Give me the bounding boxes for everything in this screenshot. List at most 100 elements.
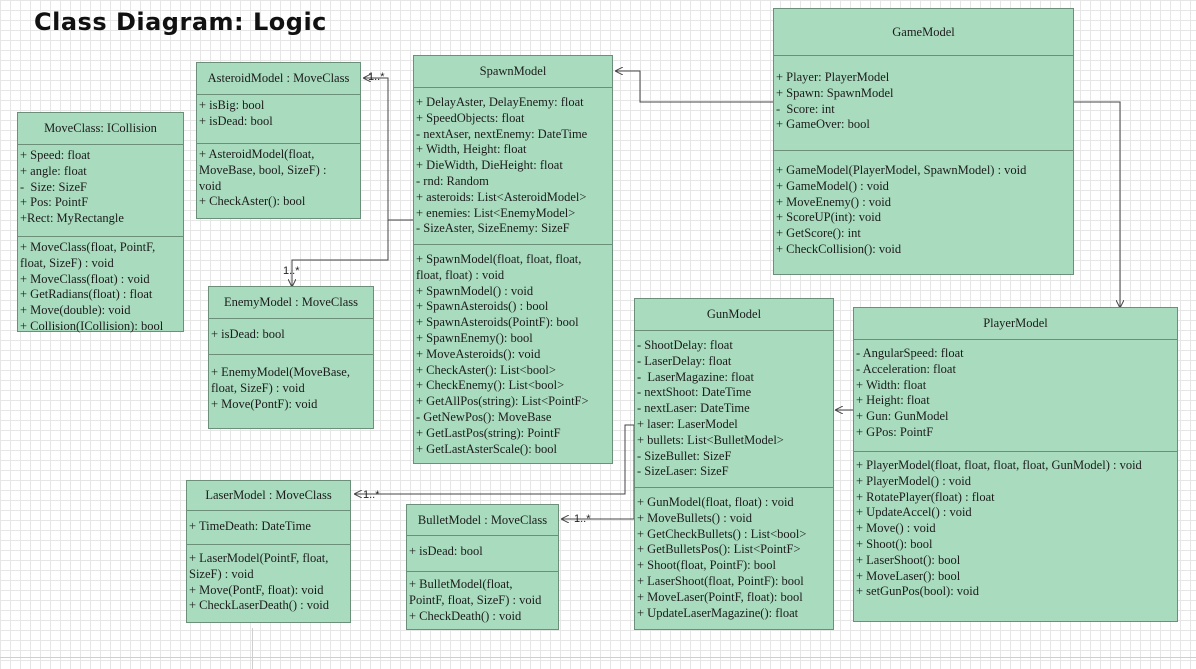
canvas-edge-vertical	[252, 628, 253, 669]
methods-section: + BulletModel(float,PointF, float, SizeF…	[407, 572, 558, 627]
multiplicity-enemy: 1..*	[283, 265, 300, 277]
method-line: + CheckLaserDeath() : void	[189, 598, 329, 613]
method-line: + CheckCollision(): void	[776, 241, 902, 256]
attributes-section: + TimeDeath: DateTime	[187, 511, 350, 545]
attribute-line: + Pos: PointF	[20, 195, 89, 210]
method-line: + SpawnModel() : void	[416, 283, 534, 298]
attribute-line: - Acceleration: float	[856, 361, 956, 376]
class-enemymodel[interactable]: EnemyModel : MoveClass + isDead: bool + …	[208, 286, 374, 429]
attribute-line: - LaserDelay: float	[637, 353, 732, 368]
attribute-line: + isDead: bool	[409, 544, 483, 558]
method-line: + GetAllPos(string): List<PointF>	[416, 394, 589, 409]
method-line: + PlayerModel() : void	[856, 473, 972, 488]
attribute-line: + Gun: GunModel	[856, 409, 949, 424]
method-line: + GetScore(): int	[776, 226, 861, 241]
method-line: + CheckAster(): List<bool>	[416, 362, 556, 377]
class-playermodel[interactable]: PlayerModel - AngularSpeed: float- Accel…	[853, 307, 1178, 622]
method-line: + CheckDeath() : void	[409, 608, 522, 623]
attribute-line: - SizeLaser: SizeF	[637, 464, 729, 479]
method-line: + SpawnEnemy(): bool	[416, 330, 533, 345]
method-line: + MoveClass(float, PointF,	[20, 240, 156, 254]
method-line: + SpawnModel(float, float, float,	[416, 252, 582, 266]
method-line: + RotatePlayer(float) : float	[856, 489, 995, 504]
attribute-line: + Height: float	[856, 393, 930, 408]
class-name: MoveClass: ICollision	[18, 113, 183, 145]
method-line: + MoveLaser(): bool	[856, 568, 961, 583]
attribute-line: +Rect: MyRectangle	[20, 211, 124, 226]
method-line: + Move(double): void	[20, 303, 131, 318]
attributes-section: + isBig: bool+ isDead: bool	[197, 95, 360, 144]
method-line: + MoveLaser(PointF, float): bool	[637, 589, 803, 604]
method-line: + SpawnAsteroids(PointF): bool	[416, 315, 579, 330]
attribute-line: - Size: SizeF	[20, 179, 88, 194]
attribute-line: + Width: float	[856, 377, 927, 392]
method-line: + AsteroidModel(float,	[199, 147, 315, 161]
attribute-line: - nextLaser: DateTime	[637, 401, 750, 416]
link-game-spawn	[616, 71, 773, 103]
attribute-line: - SizeBullet: SizeF	[637, 448, 732, 463]
method-line: + Collision(ICollision): bool	[20, 318, 164, 333]
class-name: PlayerModel	[854, 308, 1177, 340]
link-spawn-asteroid	[364, 78, 414, 221]
diagram-title: Class Diagram: Logic	[34, 8, 327, 36]
methods-section: + PlayerModel(float, float, float, float…	[854, 452, 1177, 603]
methods-section: + GunModel(float, float) : void+ MoveBul…	[635, 488, 833, 624]
method-line: PointF, float, SizeF) : void	[409, 592, 542, 607]
class-lasermodel[interactable]: LaserModel : MoveClass + TimeDeath: Date…	[186, 480, 351, 623]
class-name: BulletModel : MoveClass	[407, 505, 558, 536]
attributes-section: + isDead: bool	[407, 536, 558, 572]
attribute-line: - LaserMagazine: float	[637, 369, 754, 384]
method-line: + Shoot(): bool	[856, 536, 933, 551]
class-name: LaserModel : MoveClass	[187, 481, 350, 511]
canvas-edge-horizontal	[0, 657, 1196, 658]
method-line: + Move(PontF, float): void	[189, 582, 324, 597]
attributes-section: + DelayAster, DelayEnemy: float+ SpeedOb…	[414, 88, 612, 245]
multiplicity-laser: 1..*	[363, 489, 380, 501]
attributes-section: + isDead: bool	[209, 319, 373, 355]
attribute-line: - AngularSpeed: float	[856, 346, 964, 360]
attribute-line: - SizeAster, SizeEnemy: SizeF	[416, 221, 570, 236]
method-line: float, SizeF) : void	[211, 380, 305, 395]
class-spawnmodel[interactable]: SpawnModel + DelayAster, DelayEnemy: flo…	[413, 55, 613, 464]
attribute-line: + isDead: bool	[199, 113, 273, 128]
link-game-player	[1074, 101, 1120, 307]
methods-section: + EnemyModel(MoveBase,float, SizeF) : vo…	[209, 355, 373, 415]
link-gun-laser	[355, 424, 634, 494]
attribute-line: - rnd: Random	[416, 173, 489, 188]
attribute-line: + TimeDeath: DateTime	[189, 519, 311, 533]
method-line: + GetRadians(float) : float	[20, 287, 153, 302]
class-gamemodel[interactable]: GameModel + Player: PlayerModel+ Spawn: …	[773, 8, 1074, 275]
class-name: GameModel	[774, 9, 1073, 56]
method-line: MoveBase, bool, SizeF) :	[199, 162, 327, 177]
class-moveclass[interactable]: MoveClass: ICollision + Speed: float+ an…	[17, 112, 184, 333]
attribute-line: - nextAser, nextEnemy: DateTime	[416, 126, 588, 141]
attribute-line: - nextShoot: DateTime	[637, 385, 752, 400]
method-line: SizeF) : void	[189, 566, 254, 581]
method-line: + GetLastPos(string): PointF	[416, 425, 561, 440]
link-spawn-enemy	[292, 220, 389, 286]
attribute-line: - Score: int	[776, 101, 835, 116]
attribute-line: + Speed: float	[20, 148, 91, 162]
method-line: + GameModel() : void	[776, 178, 889, 193]
attribute-line: + angle: float	[20, 163, 87, 178]
attribute-line: + isBig: bool	[199, 98, 265, 112]
methods-section: + SpawnModel(float, float, float,float, …	[414, 245, 612, 460]
method-line: float, SizeF) : void	[20, 255, 114, 270]
attributes-section: - AngularSpeed: float- Acceleration: flo…	[854, 340, 1177, 452]
class-name: EnemyModel : MoveClass	[209, 287, 373, 319]
class-asteroidmodel[interactable]: AsteroidModel : MoveClass + isBig: bool+…	[196, 62, 361, 219]
multiplicity-bullet: 1..*	[574, 513, 591, 525]
class-bulletmodel[interactable]: BulletModel : MoveClass + isDead: bool +…	[406, 504, 559, 630]
attribute-line: + bullets: List<BulletModel>	[637, 432, 784, 447]
attribute-line: + SpeedObjects: float	[416, 110, 525, 125]
class-name: SpawnModel	[414, 56, 612, 88]
method-line: + Move() : void	[856, 521, 936, 536]
method-line: float, float) : void	[416, 267, 505, 282]
attribute-line: + isDead: bool	[211, 327, 285, 341]
methods-section: + GameModel(PlayerModel, SpawnModel) : v…	[774, 151, 1073, 261]
attribute-line: + GameOver: bool	[776, 117, 870, 132]
method-line: + UpdateLaserMagazine(): float	[637, 605, 799, 620]
method-line: + GameModel(PlayerModel, SpawnModel) : v…	[776, 163, 1027, 177]
class-gunmodel[interactable]: GunModel - ShootDelay: float- LaserDelay…	[634, 298, 834, 630]
method-line: + GetCheckBullets() : List<bool>	[637, 526, 807, 541]
